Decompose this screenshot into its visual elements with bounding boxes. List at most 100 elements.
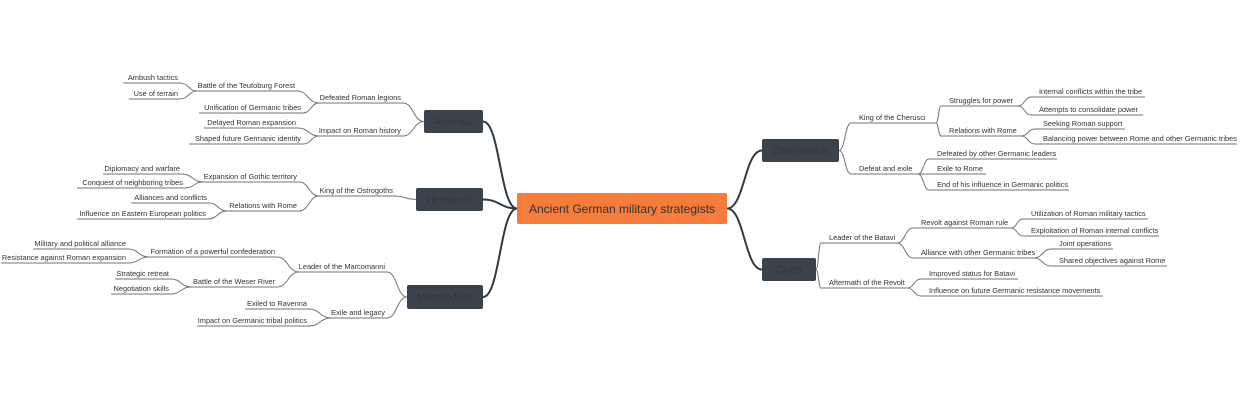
topic-h1b1[interactable]: Alliances and conflicts bbox=[134, 193, 207, 202]
branch-civilis[interactable]: Civilis bbox=[762, 258, 816, 281]
topic-c1b1[interactable]: Seeking Roman support bbox=[1043, 119, 1122, 128]
connector-line bbox=[906, 278, 922, 289]
topic-m1a1[interactable]: Military and political alliance bbox=[34, 239, 126, 248]
connectors bbox=[1, 82, 1237, 327]
branch-maroboduus[interactable]: Maroboduus bbox=[407, 285, 483, 309]
topic-h1a1[interactable]: Diplomacy and warfare bbox=[104, 164, 180, 173]
topic-v1a1[interactable]: Utilization of Roman military tactics bbox=[1031, 209, 1146, 218]
topic-h1[interactable]: King of the Ostrogoths bbox=[319, 186, 393, 195]
topic-v1a[interactable]: Revolt against Roman rule bbox=[921, 218, 1008, 227]
connector-line bbox=[1033, 257, 1052, 267]
topic-a2a[interactable]: Delayed Roman expansion bbox=[207, 118, 296, 127]
topic-a1[interactable]: Defeated Roman legions bbox=[320, 93, 402, 102]
connector-line bbox=[1033, 248, 1052, 259]
topic-c1b2[interactable]: Balancing power between Rome and other G… bbox=[1043, 134, 1237, 143]
topic-v1b1[interactable]: Joint operations bbox=[1059, 239, 1111, 248]
topic-a1a2[interactable]: Use of terrain bbox=[134, 89, 178, 98]
topic-m2a[interactable]: Exiled to Ravenna bbox=[247, 299, 308, 308]
topic-m1a2[interactable]: Resistance against Roman expansion bbox=[2, 253, 126, 262]
central-topic-label: Ancient German military strategists bbox=[529, 202, 715, 216]
topic-v2b[interactable]: Influence on future Germanic resistance … bbox=[929, 286, 1101, 295]
connector-line bbox=[308, 317, 332, 327]
connector-line bbox=[170, 286, 192, 295]
connector-line bbox=[181, 173, 204, 183]
topic-h1b[interactable]: Relations with Rome bbox=[229, 201, 297, 210]
connector-line bbox=[935, 105, 942, 124]
connector-line bbox=[402, 102, 425, 122]
topic-h1a2[interactable]: Conquest of neighboring tribes bbox=[82, 178, 183, 187]
connector-line bbox=[1020, 135, 1036, 145]
branch-civilis-label: Civilis bbox=[776, 265, 802, 276]
connector-line bbox=[815, 242, 822, 270]
topic-m2b[interactable]: Impact on Germanic tribal politics bbox=[198, 316, 308, 325]
topic-c2b[interactable]: Exile to Rome bbox=[937, 164, 983, 173]
branch-maroboduus-box bbox=[407, 285, 483, 309]
topic-v2a[interactable]: Improved status for Batavi bbox=[929, 269, 1015, 278]
connector-line bbox=[838, 150, 852, 175]
connector-line bbox=[482, 198, 518, 210]
topic-a1a1[interactable]: Ambush tactics bbox=[128, 73, 178, 82]
topic-v1a2[interactable]: Exploitation of Roman internal conflicts bbox=[1031, 226, 1159, 235]
connector-line bbox=[208, 202, 228, 212]
topic-c1[interactable]: King of the Cherusci bbox=[859, 113, 926, 122]
connector-line bbox=[726, 207, 763, 271]
connector-line bbox=[1020, 128, 1036, 137]
central-topic-box bbox=[517, 193, 727, 224]
nodes: Ancient German military strategists Armin… bbox=[2, 73, 1237, 325]
connector-line bbox=[815, 269, 822, 289]
topic-m1[interactable]: Leader of the Marcomanni bbox=[299, 262, 386, 271]
topic-m2[interactable]: Exile and legacy bbox=[331, 308, 385, 317]
connector-line bbox=[296, 90, 320, 104]
branch-arminius[interactable]: Arminius bbox=[424, 110, 483, 133]
topic-v1b[interactable]: Alliance with other Germanic tribes bbox=[921, 248, 1035, 257]
branch-hermanric-label: Hermanric bbox=[426, 195, 472, 206]
connector-line bbox=[896, 227, 914, 244]
topic-m1b2[interactable]: Negotiation skills bbox=[114, 284, 170, 293]
topic-c1b[interactable]: Relations with Rome bbox=[949, 126, 1017, 135]
connector-line bbox=[207, 210, 228, 220]
connector-line bbox=[906, 287, 922, 297]
topic-m1b1[interactable]: Strategic retreat bbox=[116, 269, 169, 278]
connector-line bbox=[935, 122, 942, 137]
topic-c1a1[interactable]: Internal conflicts within the tribe bbox=[1039, 87, 1142, 96]
branch-arminius-label: Arminius bbox=[434, 117, 473, 128]
connector-line bbox=[276, 256, 300, 273]
topic-v2[interactable]: Aftermath of the Revolt bbox=[829, 278, 905, 287]
branch-hermanric[interactable]: Hermanric bbox=[416, 188, 483, 211]
topic-a2b[interactable]: Shaped future Germanic identity bbox=[195, 134, 301, 143]
connector-line bbox=[127, 248, 150, 258]
connector-line bbox=[917, 158, 930, 175]
topic-v1[interactable]: Leader of the Batavi bbox=[829, 233, 896, 242]
branch-arminius-box bbox=[424, 110, 483, 133]
connector-line bbox=[1010, 218, 1024, 229]
topic-c2a[interactable]: Defeated by other Germanic leaders bbox=[937, 149, 1056, 158]
topic-h1a[interactable]: Expansion of Gothic territory bbox=[204, 172, 298, 181]
central-topic[interactable]: Ancient German military strategists bbox=[517, 193, 727, 224]
topic-a1a[interactable]: Battle of the Teutoburg Forest bbox=[198, 81, 295, 90]
topic-c2[interactable]: Defeat and exile bbox=[859, 164, 912, 173]
connector-line bbox=[179, 82, 198, 92]
connector-line bbox=[298, 195, 320, 212]
connector-line bbox=[298, 181, 320, 197]
connector-line bbox=[1017, 96, 1032, 107]
topic-h1b2[interactable]: Influence on Eastern European politics bbox=[79, 209, 206, 218]
topic-c1a2[interactable]: Attempts to consolidate power bbox=[1039, 105, 1139, 114]
topic-v1b2[interactable]: Shared objectives against Rome bbox=[1059, 256, 1165, 265]
topic-m1b[interactable]: Battle of the Weser River bbox=[193, 277, 276, 286]
connector-line bbox=[297, 127, 320, 137]
topic-a1b[interactable]: Unification of Germanic tribes bbox=[204, 103, 301, 112]
connector-line bbox=[127, 256, 150, 264]
connector-line bbox=[386, 296, 408, 319]
connector-line bbox=[482, 120, 518, 210]
topic-c1a[interactable]: Struggles for power bbox=[949, 96, 1014, 105]
connector-line bbox=[184, 181, 204, 189]
connector-line bbox=[896, 242, 914, 259]
connector-line bbox=[302, 102, 320, 114]
connector-line bbox=[170, 278, 192, 288]
branch-chariomerus[interactable]: Chariomerus bbox=[762, 139, 839, 162]
topic-c2c[interactable]: End of his influence in Germanic politic… bbox=[937, 180, 1068, 189]
connector-line bbox=[302, 135, 320, 145]
topic-a2[interactable]: Impact on Roman history bbox=[319, 126, 401, 135]
topic-m1a[interactable]: Formation of a powerful confederation bbox=[151, 247, 275, 256]
branch-civilis-box bbox=[762, 258, 816, 281]
